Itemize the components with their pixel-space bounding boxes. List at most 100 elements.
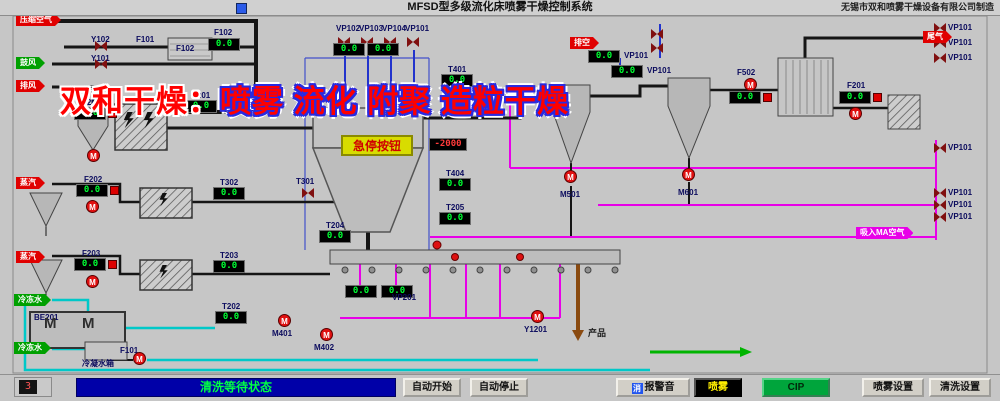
- display-F502: 0.0: [729, 91, 761, 104]
- display-T202: 0.0: [215, 311, 247, 324]
- alarm-indicator: [763, 93, 772, 102]
- motor-icon[interactable]: M: [320, 328, 333, 341]
- motor-icon[interactable]: M: [531, 310, 544, 323]
- pipe-tag-4: 蒸汽: [16, 251, 45, 263]
- motor-icon[interactable]: M: [682, 168, 695, 181]
- motor-icon[interactable]: M: [278, 314, 291, 327]
- display-label-F201: F201: [847, 81, 866, 90]
- valve-icon[interactable]: [934, 23, 946, 33]
- motor-icon[interactable]: M: [849, 107, 862, 120]
- display-F202: 0.0: [76, 184, 108, 197]
- status-indicator: 3: [19, 380, 37, 394]
- alarm-indicator: [873, 93, 882, 102]
- clean-settings-button[interactable]: 清洗设置: [929, 378, 991, 397]
- display-label-T401: T401: [448, 65, 467, 74]
- spray-settings-button[interactable]: 喷雾设置: [862, 378, 924, 397]
- valve-icon[interactable]: [934, 212, 946, 222]
- label-14: Y1201: [524, 325, 548, 334]
- display-T205: 0.0: [439, 212, 471, 225]
- motor-icon[interactable]: M: [86, 200, 99, 213]
- motor-icon[interactable]: M: [86, 275, 99, 288]
- air-heater-3: [139, 259, 193, 291]
- valve-icon[interactable]: [338, 37, 350, 47]
- display-label-VP101: VP101: [624, 51, 649, 60]
- label-1: VP103: [359, 24, 384, 33]
- motor-icon[interactable]: M: [87, 149, 100, 162]
- valve-icon[interactable]: [302, 188, 314, 198]
- air-heater-2: [139, 187, 193, 219]
- valve-icon[interactable]: [934, 200, 946, 210]
- label-4: Y102: [91, 35, 110, 44]
- label-10: M501: [560, 190, 581, 199]
- pipe-tag-0: 压缩空气: [16, 14, 61, 26]
- auto-start-button[interactable]: 自动开始: [403, 378, 461, 397]
- label-3: VP101: [405, 24, 430, 33]
- valve-icon[interactable]: [95, 41, 107, 51]
- motor-icon[interactable]: M: [133, 352, 146, 365]
- display-F203: 0.0: [74, 258, 106, 271]
- display-T204: 0.0: [319, 230, 351, 243]
- label-12: M401: [272, 329, 293, 338]
- label-15: F101: [120, 346, 139, 355]
- condensate-tank: [84, 341, 128, 361]
- label-11: M601: [678, 188, 699, 197]
- valve-icon[interactable]: [95, 59, 107, 69]
- pipe-tag-1: 鼓风: [16, 57, 45, 69]
- display-label-F502: F502: [737, 68, 756, 77]
- pipe-tag-8: 尾气: [923, 31, 952, 43]
- label-6: Y101: [91, 54, 110, 63]
- alarm-indicator: [108, 109, 117, 118]
- display-label-F102: F102: [214, 28, 233, 37]
- spray-mode-button[interactable]: 喷雾: [694, 378, 742, 397]
- display-label-T302: T302: [220, 178, 239, 187]
- display-label-F203: F203: [82, 249, 101, 258]
- alarm-mute-button[interactable]: 消报警音: [616, 378, 690, 397]
- display-F201: 0.0: [839, 91, 871, 104]
- display-value: 0.0: [367, 43, 399, 56]
- alarm-indicator: [108, 260, 117, 269]
- display-label-T404: T404: [446, 169, 465, 178]
- display-value: -2000: [429, 138, 467, 151]
- display-F201: 0.0: [74, 107, 106, 120]
- right-valve-label: VP101: [948, 143, 973, 152]
- equipment-layer: [29, 37, 921, 361]
- label-0: VP102: [336, 24, 361, 33]
- label-17: 冷凝水箱: [82, 359, 114, 368]
- motor-icon[interactable]: M: [564, 170, 577, 183]
- display-label-T201: T201: [192, 91, 211, 100]
- black-pipes: [45, 19, 923, 361]
- cip-button[interactable]: CIP: [762, 378, 830, 397]
- valve-icon[interactable]: [407, 37, 419, 47]
- exhaust-filter: [887, 94, 921, 130]
- valve-icon[interactable]: [934, 53, 946, 63]
- valve-icon[interactable]: [384, 37, 396, 47]
- right-valve-label: VP101: [948, 38, 973, 47]
- heat-exchanger: [777, 57, 834, 117]
- pipe-tag-5: 冷冻水: [14, 294, 51, 306]
- valve-icon[interactable]: [361, 37, 373, 47]
- status-message-bar: 清洗等待状态: [76, 378, 396, 397]
- valve-icon[interactable]: [934, 188, 946, 198]
- pipe-tag-6: 冷冻水: [14, 342, 51, 354]
- label-13: M402: [314, 343, 335, 352]
- green-pipe: [650, 347, 752, 357]
- valve-icon[interactable]: [934, 143, 946, 153]
- motor-icon[interactable]: M: [744, 78, 757, 91]
- alarm-mute-label: 报警音: [644, 381, 675, 393]
- valve-icon[interactable]: [651, 43, 663, 53]
- emergency-stop-button[interactable]: 急停按钮: [341, 135, 413, 156]
- display-label-F202: F202: [84, 175, 103, 184]
- display-value: 0.0: [381, 285, 413, 298]
- display-T302: 0.0: [213, 187, 245, 200]
- display-label-T202: T202: [222, 302, 241, 311]
- label-8: T301: [296, 177, 315, 186]
- auto-stop-button[interactable]: 自动停止: [470, 378, 528, 397]
- pipe-tag-7: 排空: [570, 37, 599, 49]
- cyclone-a: [552, 84, 591, 165]
- valve-icon[interactable]: [651, 29, 663, 39]
- feed-hopper-2: [29, 259, 63, 295]
- pipe-tag-2: 排风: [16, 80, 45, 92]
- product-line: [572, 264, 584, 341]
- valve-icon[interactable]: [934, 38, 946, 48]
